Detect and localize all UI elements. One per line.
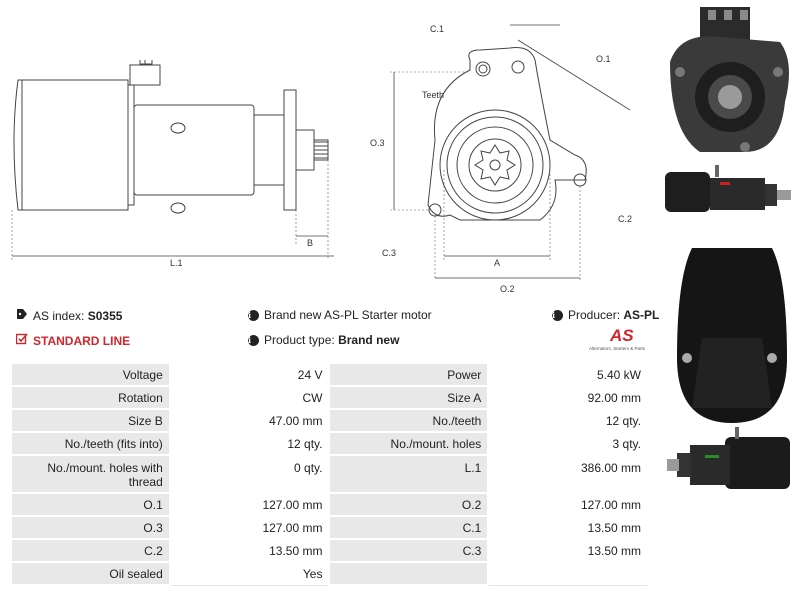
dim-label-l1: L.1 — [170, 258, 183, 268]
product-photo-side-small — [665, 165, 791, 212]
dim-label-c1: C.1 — [430, 24, 444, 34]
spec-value: 13.50 mm — [487, 515, 649, 540]
dim-label-o1: O.1 — [596, 54, 611, 64]
starter-front-view-drawing: C.1 O.1 Teeth O.3 C.3 C.2 A O.2 — [370, 24, 632, 294]
dim-label-b: B — [307, 238, 313, 248]
standard-line-label: STANDARD LINE — [33, 333, 131, 348]
dim-label-a: A — [494, 258, 500, 268]
as-index-row: AS index: S0355 — [16, 308, 122, 323]
spec-key: Power — [328, 362, 490, 387]
spec-value: 92.00 mm — [487, 385, 649, 410]
spec-value: 13.50 mm — [168, 538, 331, 563]
table-row: Oil sealed Yes — [10, 561, 649, 586]
spec-value — [487, 561, 649, 586]
table-row: O.1 127.00 mm O.2 127.00 mm — [10, 492, 649, 517]
table-row: Size B 47.00 mm No./teeth 12 qty. — [10, 408, 649, 433]
spec-value: 47.00 mm — [168, 408, 331, 433]
spec-key: C.2 — [10, 538, 171, 563]
spec-key: No./teeth (fits into) — [10, 431, 171, 456]
spec-value: 0 qty. — [168, 454, 331, 494]
spec-key: C.1 — [328, 515, 490, 540]
product-type-row: i Product type: Brand new — [248, 333, 399, 347]
spec-key: No./mount. holes — [328, 431, 490, 456]
product-description: Brand new AS-PL Starter motor — [264, 308, 432, 322]
spec-value: 3 qty. — [487, 431, 649, 456]
spec-key: O.3 — [10, 515, 171, 540]
table-row: No./mount. holes with thread 0 qty. L.1 … — [10, 454, 649, 494]
producer-value: AS-PL — [623, 308, 660, 322]
spec-key: C.3 — [328, 538, 490, 563]
info-icon: i — [552, 309, 563, 321]
producer-label: Producer: — [568, 308, 621, 322]
spec-value: 127.00 mm — [168, 515, 331, 540]
description-row: i Brand new AS-PL Starter motor — [248, 308, 432, 322]
spec-key — [328, 561, 490, 586]
spec-value: 127.00 mm — [487, 492, 649, 517]
svg-text:AS: AS — [609, 326, 634, 345]
spec-value: 127.00 mm — [168, 492, 331, 517]
spec-key: Oil sealed — [10, 561, 171, 586]
product-photo-front — [660, 2, 795, 157]
logo-tagline: Alternators, Starters & Parts — [588, 346, 646, 351]
spec-key: Size A — [328, 385, 490, 410]
dim-label-teeth: Teeth — [422, 90, 444, 100]
spec-value: 386.00 mm — [487, 454, 649, 494]
spec-value: 12 qty. — [487, 408, 649, 433]
product-type-label: Product type: — [264, 333, 335, 347]
spec-value: 12 qty. — [168, 431, 331, 456]
table-row: Voltage 24 V Power 5.40 kW — [10, 362, 649, 387]
spec-key: Size B — [10, 408, 171, 433]
spec-key: O.2 — [328, 492, 490, 517]
table-row: No./teeth (fits into) 12 qty. No./mount.… — [10, 431, 649, 456]
info-icon: i — [248, 309, 259, 321]
spec-key: No./teeth — [328, 408, 490, 433]
spec-value: 13.50 mm — [487, 538, 649, 563]
spec-value: 24 V — [168, 362, 331, 387]
table-row: C.2 13.50 mm C.3 13.50 mm — [10, 538, 649, 563]
product-type-value: Brand new — [338, 333, 400, 347]
checkbox-icon — [15, 333, 28, 348]
tag-icon — [16, 308, 28, 323]
as-index-value: S0355 — [87, 308, 123, 323]
standard-line-row: STANDARD LINE — [15, 333, 131, 348]
specs-table: Voltage 24 V Power 5.40 kW Rotation CW S… — [10, 362, 649, 586]
dim-label-c2: C.2 — [618, 214, 632, 224]
spec-value: CW — [168, 385, 331, 410]
as-index-label: AS index: — [33, 308, 85, 323]
dim-label-c3: C.3 — [382, 248, 396, 258]
product-photo-side — [667, 427, 790, 489]
spec-key: Voltage — [10, 362, 171, 387]
starter-side-view-drawing: B L.1 — [11, 60, 334, 268]
spec-value: Yes — [168, 561, 331, 586]
dim-label-o2: O.2 — [500, 284, 515, 294]
table-row: O.3 127.00 mm C.1 13.50 mm — [10, 515, 649, 540]
as-pl-logo: AS Alternators, Starters & Parts — [586, 325, 648, 355]
spec-key: O.1 — [10, 492, 171, 517]
spec-key: No./mount. holes with thread — [10, 454, 171, 494]
dim-label-o3: O.3 — [370, 138, 385, 148]
as-logo-mark: AS — [609, 326, 634, 345]
producer-row: i Producer: AS-PL — [552, 308, 659, 322]
table-row: Rotation CW Size A 92.00 mm — [10, 385, 649, 410]
spec-key: L.1 — [328, 454, 490, 494]
spec-key: Rotation — [10, 385, 171, 410]
info-icon: i — [248, 334, 259, 346]
spec-value: 5.40 kW — [487, 362, 649, 387]
product-photo-top — [677, 248, 787, 423]
